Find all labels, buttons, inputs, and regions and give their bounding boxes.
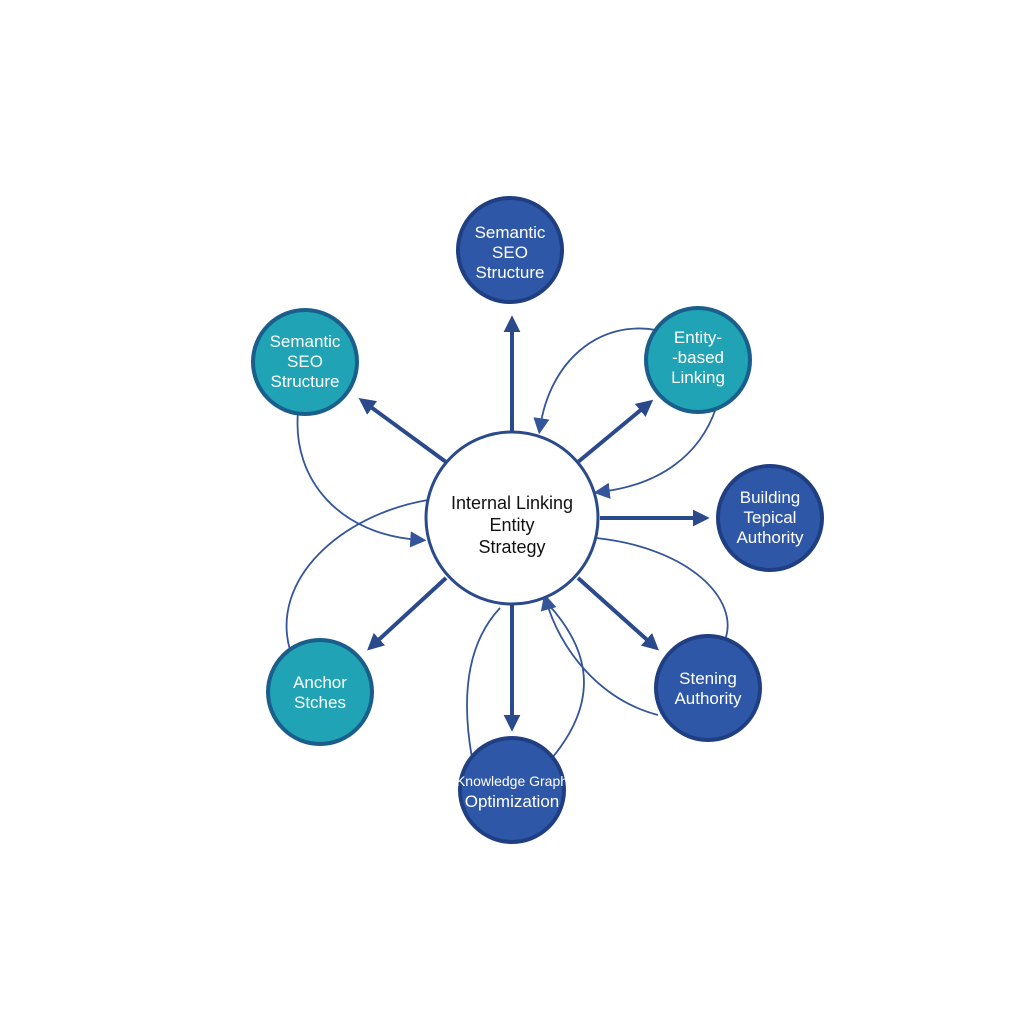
curve-upper-right-to-hub-top	[533, 327, 657, 435]
hub-label-line-2: Entity	[489, 515, 534, 535]
node-upper-right: Entity- -based Linking	[644, 306, 752, 414]
node-bottom-label-line-2: Optimization	[465, 792, 559, 811]
node-upper-left-label-line-2: SEO	[287, 352, 323, 371]
arrow-to-lower-left	[367, 576, 448, 651]
curve-upper-right-to-hub-right	[593, 407, 717, 499]
curve-hub-to-lower-right	[595, 537, 729, 641]
node-right-label-line-3: Authority	[736, 528, 804, 547]
node-lower-left-label-line-1: Anchor	[293, 673, 347, 692]
node-bottom-circle	[458, 736, 566, 844]
curve-upper-left-to-hub	[296, 411, 427, 548]
curve-bottom-to-hub-a	[466, 607, 501, 759]
node-upper-right-circle	[644, 306, 752, 414]
node-upper-right-label-line-3: Linking	[671, 368, 725, 387]
node-top-circle	[456, 196, 564, 304]
node-right-label-line-1: Building	[740, 488, 801, 507]
node-right-circle	[716, 464, 824, 572]
arrow-to-upper-left	[358, 398, 448, 464]
node-top: Semantic SEO Structure	[456, 196, 564, 304]
node-lower-right: Stening Authority	[654, 634, 762, 742]
node-upper-right-label-line-2: -based	[672, 348, 724, 367]
radial-arrows	[358, 315, 710, 732]
node-upper-left-label-line-1: Semantic	[270, 332, 341, 351]
curve-bottom-to-hub-b	[547, 603, 585, 759]
node-lower-right-label-line-1: Stening	[679, 669, 737, 688]
node-top-label-line-1: Semantic	[475, 223, 546, 242]
node-lower-left-label-line-2: Stches	[294, 693, 346, 712]
curve-lower-right-to-hub	[540, 593, 659, 716]
node-upper-left-circle	[251, 308, 359, 416]
node-lower-left-circle	[266, 638, 374, 746]
arrow-to-lower-right	[576, 576, 660, 651]
node-upper-right-label-line-1: Entity-	[674, 328, 722, 347]
node-right-label-line-2: Tepical	[744, 508, 797, 527]
hub-label-line-1: Internal Linking	[451, 493, 573, 513]
node-upper-left: Semantic SEO Structure	[251, 308, 359, 416]
node-lower-right-circle	[654, 634, 762, 742]
node-top-label-line-2: SEO	[492, 243, 528, 262]
arrow-to-upper-right	[576, 399, 654, 464]
curved-connectors	[285, 327, 729, 759]
node-lower-right-label-line-2: Authority	[674, 689, 742, 708]
hub-circle	[424, 430, 600, 606]
node-bottom-label-line-1: Knowledge Graph	[456, 773, 568, 789]
node-top-label-line-3: Structure	[476, 263, 545, 282]
node-lower-left: Anchor Stches	[266, 638, 374, 746]
hub-node: Internal Linking Entity Strategy	[424, 430, 600, 606]
curve-hub-to-lower-left	[285, 499, 429, 651]
node-bottom: Knowledge Graph Optimization	[456, 736, 568, 844]
node-upper-left-label-line-3: Structure	[271, 372, 340, 391]
node-right: Building Tepical Authority	[716, 464, 824, 572]
hub-label-line-3: Strategy	[478, 537, 545, 557]
